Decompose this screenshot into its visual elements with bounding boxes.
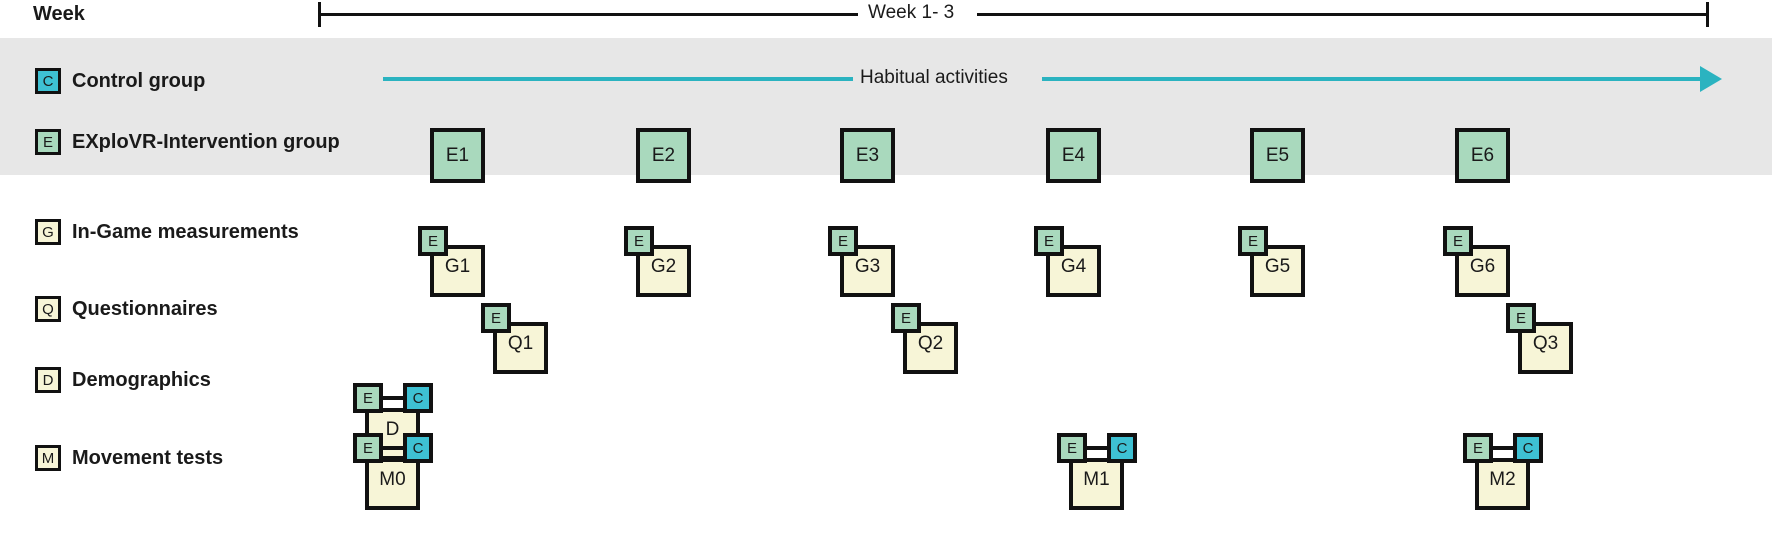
week-axis-line-right — [977, 13, 1708, 16]
row-label-control-group: Control group — [72, 70, 206, 92]
badge-c-m2: C — [1513, 433, 1543, 463]
badge-c-m1: C — [1107, 433, 1137, 463]
measurement-box-m1: M1 — [1069, 458, 1124, 510]
measurement-box-m0: M0 — [365, 458, 420, 510]
measurement-box-q1: Q1 — [493, 322, 548, 374]
habitual-arrow-line-left — [383, 77, 853, 81]
legend-key-questionnaires: Q — [35, 296, 61, 322]
habitual-activities-label: Habitual activities — [860, 67, 1008, 88]
badge-e-g5: E — [1238, 226, 1268, 256]
row-label-demographics: Demographics — [72, 369, 211, 391]
legend-key-movement: M — [35, 445, 61, 471]
week-axis-tick-end — [1706, 2, 1709, 27]
badge-e-q1: E — [481, 303, 511, 333]
badge-e-q3: E — [1506, 303, 1536, 333]
habitual-arrow-line-right — [1042, 77, 1708, 81]
habitual-arrow-head-icon — [1700, 66, 1722, 92]
connector-m1 — [1087, 446, 1117, 450]
session-box-e1[interactable]: E1 — [430, 128, 485, 183]
row-label-intervention-group: EXploVR-Intervention group — [72, 131, 340, 153]
connector-d — [383, 396, 413, 400]
session-box-e3[interactable]: E3 — [840, 128, 895, 183]
legend-key-intervention: E — [35, 129, 61, 155]
measurement-box-q3: Q3 — [1518, 322, 1573, 374]
connector-m2 — [1493, 446, 1523, 450]
badge-e-g2: E — [624, 226, 654, 256]
session-box-e4[interactable]: E4 — [1046, 128, 1101, 183]
week-row-label: Week — [33, 3, 85, 25]
session-box-e2[interactable]: E2 — [636, 128, 691, 183]
connector-m0 — [383, 446, 413, 450]
badge-e-g4: E — [1034, 226, 1064, 256]
badge-e-g6: E — [1443, 226, 1473, 256]
badge-e-m0: E — [353, 433, 383, 463]
badge-c-d: C — [403, 383, 433, 413]
measurement-box-m2: M2 — [1475, 458, 1530, 510]
week-axis-span-label: Week 1- 3 — [868, 2, 955, 23]
badge-e-g3: E — [828, 226, 858, 256]
badge-c-m0: C — [403, 433, 433, 463]
week-axis-line-left — [318, 13, 858, 16]
legend-key-control: C — [35, 68, 61, 94]
row-label-questionnaires: Questionnaires — [72, 298, 218, 320]
badge-e-g1: E — [418, 226, 448, 256]
week-axis-tick-start — [318, 2, 321, 27]
legend-key-ingame: G — [35, 219, 61, 245]
row-label-ingame-measurements: In-Game measurements — [72, 221, 299, 243]
badge-e-q2: E — [891, 303, 921, 333]
measurement-box-g4: G4 — [1046, 245, 1101, 297]
row-label-movement-tests: Movement tests — [72, 447, 224, 469]
badge-e-d: E — [353, 383, 383, 413]
badge-e-m2: E — [1463, 433, 1493, 463]
badge-e-m1: E — [1057, 433, 1087, 463]
legend-key-demographics: D — [35, 367, 61, 393]
session-box-e5[interactable]: E5 — [1250, 128, 1305, 183]
session-box-e6[interactable]: E6 — [1455, 128, 1510, 183]
